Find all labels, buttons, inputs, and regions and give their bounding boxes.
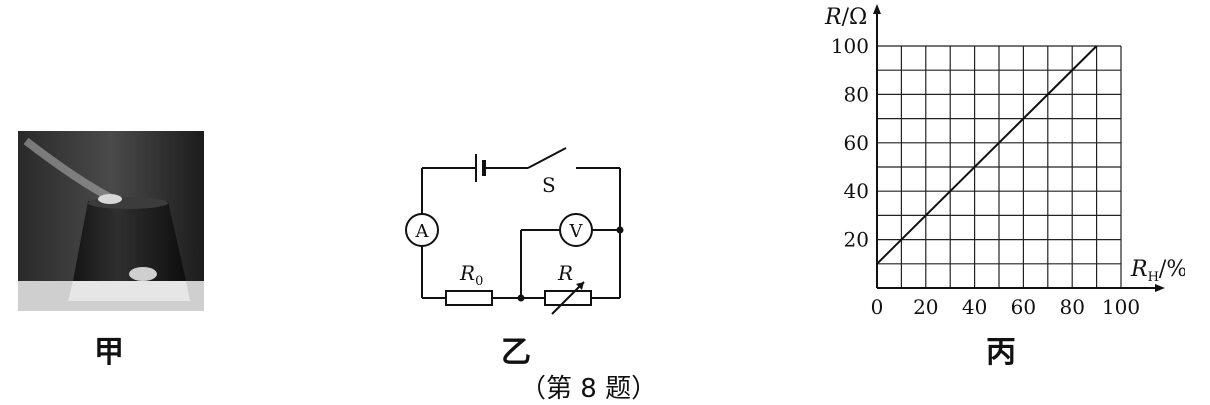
junction-dot-bottom [517, 294, 525, 302]
y-tick-label: 20 [844, 228, 869, 252]
fixed-resistor-r0 [445, 290, 493, 306]
y-axis-arrow [873, 4, 881, 14]
variable-resistor-arrow [551, 281, 585, 315]
chart-axes [873, 4, 1165, 292]
figure-caption: （第 8 题） [520, 374, 658, 404]
panel-label-yi: 乙 [501, 335, 531, 370]
y-tick-label: 60 [844, 131, 869, 155]
x-tick-label: 80 [1059, 295, 1084, 319]
x-tick-label: 20 [913, 295, 938, 319]
arrowhead [576, 282, 584, 290]
x-tick-label: 60 [1011, 295, 1036, 319]
x-tick-label: 40 [962, 295, 987, 319]
junction-dot-right [616, 226, 624, 234]
x-axis-label: RH/% [1130, 257, 1185, 285]
x-tick-label: 0 [871, 295, 884, 319]
x-axis-arrow [1155, 284, 1165, 292]
panel-label-jia: 甲 [94, 335, 124, 370]
fixed-resistor-subscript: 0 [475, 274, 483, 289]
chart-series [876, 45, 1098, 265]
fixed-resistor-label: R0 [459, 261, 483, 289]
y-tick-label: 80 [844, 82, 869, 106]
variable-resistor-label: R [557, 261, 573, 285]
chart-tick-labels: 0 20 40 60 80 100 20 40 60 80 100 [831, 34, 1140, 319]
chart-grid [877, 45, 1122, 288]
y-tick-label: 40 [844, 179, 869, 203]
voltmeter-label: V [569, 221, 584, 242]
ammeter-label: A [415, 221, 430, 242]
y-axis-label: R/Ω [824, 5, 867, 30]
series-line [876, 45, 1098, 265]
panel-label-bing: 丙 [986, 335, 1016, 370]
circuit-diagram: S A V R0 R [405, 147, 624, 315]
switch-blade [527, 147, 567, 169]
resistance-humidity-chart: 0 20 40 60 80 100 20 40 60 80 100 R/Ω RH/% [824, 4, 1185, 319]
switch-label: S [542, 173, 556, 197]
humidifier-photo [18, 131, 204, 311]
x-tick-label: 100 [1102, 295, 1140, 319]
y-tick-label: 100 [831, 34, 869, 58]
